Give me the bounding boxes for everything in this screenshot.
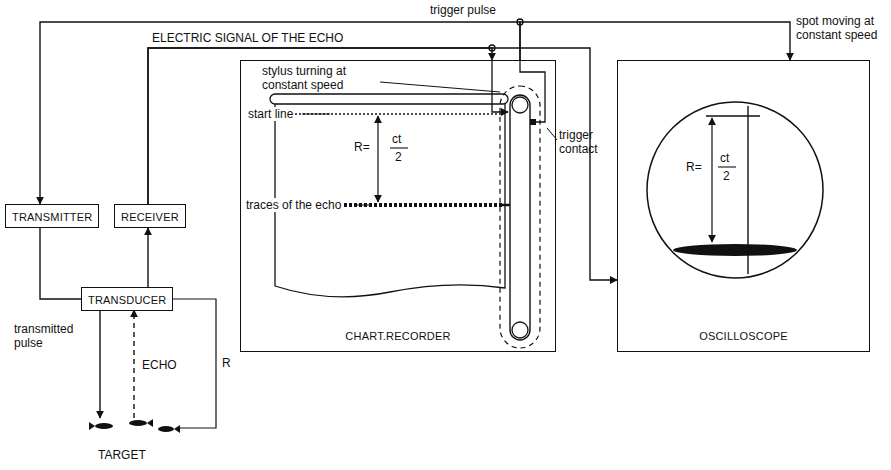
box-label: OSCILLOSCOPE: [699, 330, 788, 343]
stylus: [500, 204, 510, 207]
part-label: TARGET: [98, 448, 146, 462]
formula-text: ct: [720, 151, 729, 165]
formula-text: 2: [395, 150, 402, 164]
receiver-box: RECEIVER: [114, 204, 186, 228]
echo-arrow: [133, 310, 134, 418]
part-label: trigger contact: [559, 128, 615, 156]
signal-wire: [148, 48, 492, 204]
paper-roller: [270, 94, 508, 104]
trigger-contact: [530, 119, 536, 125]
fraction-bar: [718, 166, 736, 167]
box-label: RECEIVER: [121, 211, 179, 223]
signal-label: trigger pulse: [430, 3, 496, 17]
formula-text: ct: [392, 132, 401, 146]
part-label: stylus turning at constant speed: [262, 64, 380, 92]
signal-wire: [492, 60, 508, 112]
part-label: traces of the echo: [244, 198, 343, 212]
transducer-box: TRANSDUCER: [81, 287, 173, 311]
formula-text: R=: [352, 140, 372, 154]
stylus-belt: [510, 95, 530, 340]
leader-line: [355, 205, 372, 206]
target-fish: [89, 419, 180, 433]
dimension-label: R: [222, 356, 231, 370]
echo-blip: [673, 244, 797, 256]
box-label: CHART.RECORDER: [345, 330, 450, 343]
start-line: [279, 113, 502, 114]
signal-wire: [40, 228, 81, 299]
fraction-bar: [390, 147, 408, 148]
oscilloscope-box: OSCILLOSCOPE: [617, 60, 870, 352]
signal-label: ELECTRIC SIGNAL OF THE ECHO: [152, 31, 343, 45]
part-label: transmitted pulse: [14, 322, 84, 350]
scope-screen: [647, 102, 823, 278]
part-label: ECHO: [142, 358, 177, 372]
signal-wire: [520, 22, 790, 60]
signal-wire: [148, 48, 617, 280]
box-label: TRANSDUCER: [88, 294, 166, 306]
box-label: TRANSMITTER: [12, 211, 92, 223]
note-label: spot moving at constant speed: [796, 14, 886, 42]
signal-wire: [40, 22, 520, 204]
transmitted-pulse-arrow: [99, 308, 100, 418]
transmitter-box: TRANSMITTER: [5, 204, 99, 228]
range-arrow: [377, 116, 378, 202]
spot-start: [706, 115, 760, 116]
signal-wire: [147, 228, 148, 287]
belt-pulley: [512, 322, 528, 338]
formula-text: 2: [723, 169, 730, 183]
range-dimension: [172, 299, 216, 428]
leader-line: [380, 82, 500, 92]
stylus-path: [500, 86, 540, 348]
formula-text: R=: [686, 160, 702, 174]
range-arrow: [711, 118, 712, 242]
trigger-wire: [520, 60, 545, 122]
belt-pulley: [512, 97, 528, 113]
leader-line: [302, 114, 330, 115]
part-label: start line: [246, 107, 295, 121]
